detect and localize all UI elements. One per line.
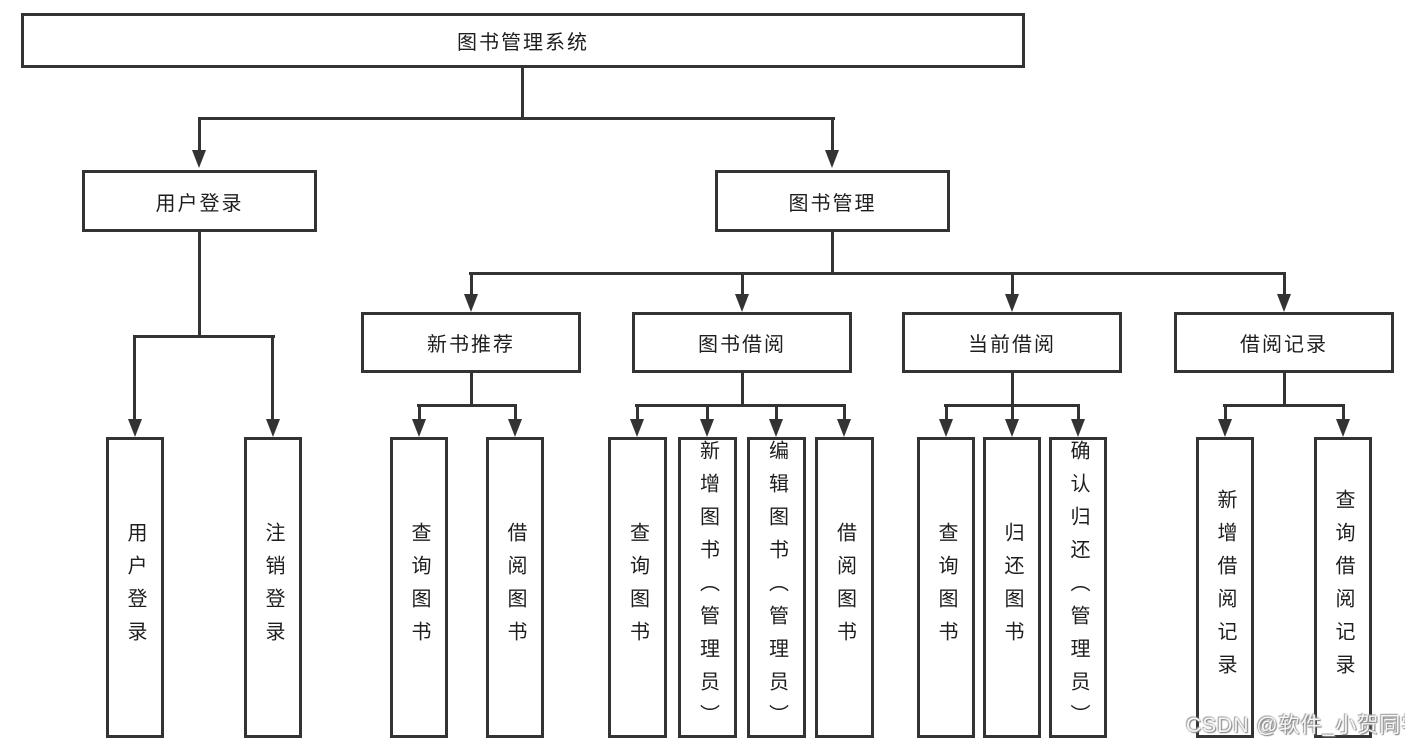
borrowing-branch-vline — [741, 371, 744, 406]
root-branch-stem — [831, 117, 834, 150]
leaf-query-books-recommend-label: 查询图书 — [408, 521, 430, 654]
leaf-add-borrow-record: 新增借阅记录 — [1196, 437, 1254, 738]
leaf-user-login: 用户登录 — [106, 437, 164, 738]
recommend-branch-stem — [514, 404, 517, 419]
leaf-add-books-admin: 新增图书（管理员） — [678, 437, 737, 738]
arrowhead-down-icon — [464, 294, 478, 312]
leaf-add-borrow-record-label: 新增借阅记录 — [1214, 488, 1236, 687]
arrowhead-down-icon — [825, 150, 839, 168]
leaf-edit-books-admin-label: 编辑图书（管理员） — [765, 440, 788, 737]
book-management-branch-stem — [1011, 272, 1014, 294]
arrowhead-down-icon — [1005, 419, 1019, 437]
leaf-query-books-recommend: 查询图书 — [390, 437, 448, 738]
leaf-add-books-admin-label: 新增图书（管理员） — [696, 440, 719, 737]
leaf-query-books-current-label: 查询图书 — [935, 521, 957, 654]
current-branch-stem — [945, 404, 948, 419]
node-borrowing-records-label: 借阅记录 — [1240, 334, 1328, 356]
arrowhead-down-icon — [412, 419, 426, 437]
watermark-text: CSDN @软件_小贺同学 — [1186, 714, 1405, 737]
leaf-borrow-books-borrowing-label: 借阅图书 — [833, 521, 856, 654]
user-login-branch-hline — [133, 335, 275, 338]
root-branch-vline — [521, 66, 524, 119]
records-branch-stem — [1342, 404, 1345, 419]
recommend-branch-vline — [470, 371, 473, 406]
node-borrowing-records: 借阅记录 — [1174, 312, 1394, 373]
leaf-confirm-return-admin: 确认归还（管理员） — [1049, 437, 1107, 738]
node-book-borrowing: 图书借阅 — [632, 312, 852, 373]
leaf-logout: 注销登录 — [244, 437, 302, 738]
leaf-query-borrow-record-label: 查询借阅记录 — [1332, 488, 1354, 687]
arrowhead-down-icon — [1005, 294, 1019, 312]
leaf-borrow-books-recommend: 借阅图书 — [486, 437, 544, 738]
node-new-book-recommend-label: 新书推荐 — [427, 334, 515, 356]
book-management-branch-vline — [831, 230, 834, 274]
recommend-branch-hline — [417, 404, 517, 407]
book-management-branch-stem — [470, 272, 473, 294]
current-branch-stem — [1077, 404, 1080, 419]
root-branch-stem — [198, 117, 201, 150]
records-branch-stem — [1224, 404, 1227, 419]
leaf-query-books-borrowing-label: 查询图书 — [626, 521, 649, 654]
current-branch-vline — [1011, 371, 1014, 406]
leaf-confirm-return-admin-label: 确认归还（管理员） — [1067, 440, 1089, 737]
user-login-branch-stem — [271, 335, 274, 419]
book-management-branch-stem — [741, 272, 744, 294]
arrowhead-down-icon — [128, 419, 142, 437]
node-book-borrowing-label: 图书借阅 — [698, 334, 786, 356]
leaf-return-books: 归还图书 — [983, 437, 1041, 738]
leaf-return-books-label: 归还图书 — [1001, 521, 1023, 654]
book-management-branch-stem — [1283, 272, 1286, 294]
borrowing-branch-stem — [775, 404, 778, 419]
arrowhead-down-icon — [1277, 294, 1291, 312]
arrowhead-down-icon — [1336, 419, 1350, 437]
arrowhead-down-icon — [508, 419, 522, 437]
leaf-query-books-current: 查询图书 — [917, 437, 975, 738]
node-book-management: 图书管理 — [715, 170, 950, 232]
leaf-borrow-books-recommend-label: 借阅图书 — [504, 521, 526, 654]
leaf-query-borrow-record: 查询借阅记录 — [1314, 437, 1372, 738]
arrowhead-down-icon — [192, 150, 206, 168]
arrowhead-down-icon — [769, 419, 783, 437]
arrowhead-down-icon — [1218, 419, 1232, 437]
recommend-branch-stem — [418, 404, 421, 419]
node-current-borrowing-label: 当前借阅 — [968, 334, 1056, 356]
node-book-management-label: 图书管理 — [788, 192, 877, 215]
book-management-branch-hline — [469, 272, 1286, 275]
node-current-borrowing: 当前借阅 — [902, 312, 1122, 373]
arrowhead-down-icon — [700, 419, 714, 437]
leaf-logout-label: 注销登录 — [262, 521, 284, 654]
borrowing-branch-stem — [706, 404, 709, 419]
root-branch-hline — [198, 117, 835, 120]
borrowing-branch-stem — [843, 404, 846, 419]
node-user-login-label: 用户登录 — [155, 192, 244, 215]
node-root: 图书管理系统 — [21, 13, 1025, 68]
node-root-label: 图书管理系统 — [457, 32, 589, 54]
records-branch-vline — [1283, 371, 1286, 406]
leaf-query-books-borrowing: 查询图书 — [608, 437, 667, 738]
leaf-user-login-label: 用户登录 — [124, 521, 146, 654]
arrowhead-down-icon — [1071, 419, 1085, 437]
user-login-branch-vline — [198, 230, 201, 337]
current-branch-stem — [1011, 404, 1014, 419]
arrowhead-down-icon — [939, 419, 953, 437]
arrowhead-down-icon — [837, 419, 851, 437]
records-branch-hline — [1223, 404, 1345, 407]
arrowhead-down-icon — [630, 419, 644, 437]
node-new-book-recommend: 新书推荐 — [361, 312, 581, 373]
borrowing-branch-stem — [636, 404, 639, 419]
leaf-edit-books-admin: 编辑图书（管理员） — [747, 437, 806, 738]
user-login-branch-stem — [133, 335, 136, 419]
leaf-borrow-books-borrowing: 借阅图书 — [815, 437, 874, 738]
node-user-login: 用户登录 — [82, 170, 317, 232]
arrowhead-down-icon — [266, 419, 280, 437]
borrowing-branch-hline — [635, 404, 846, 407]
arrowhead-down-icon — [735, 294, 749, 312]
